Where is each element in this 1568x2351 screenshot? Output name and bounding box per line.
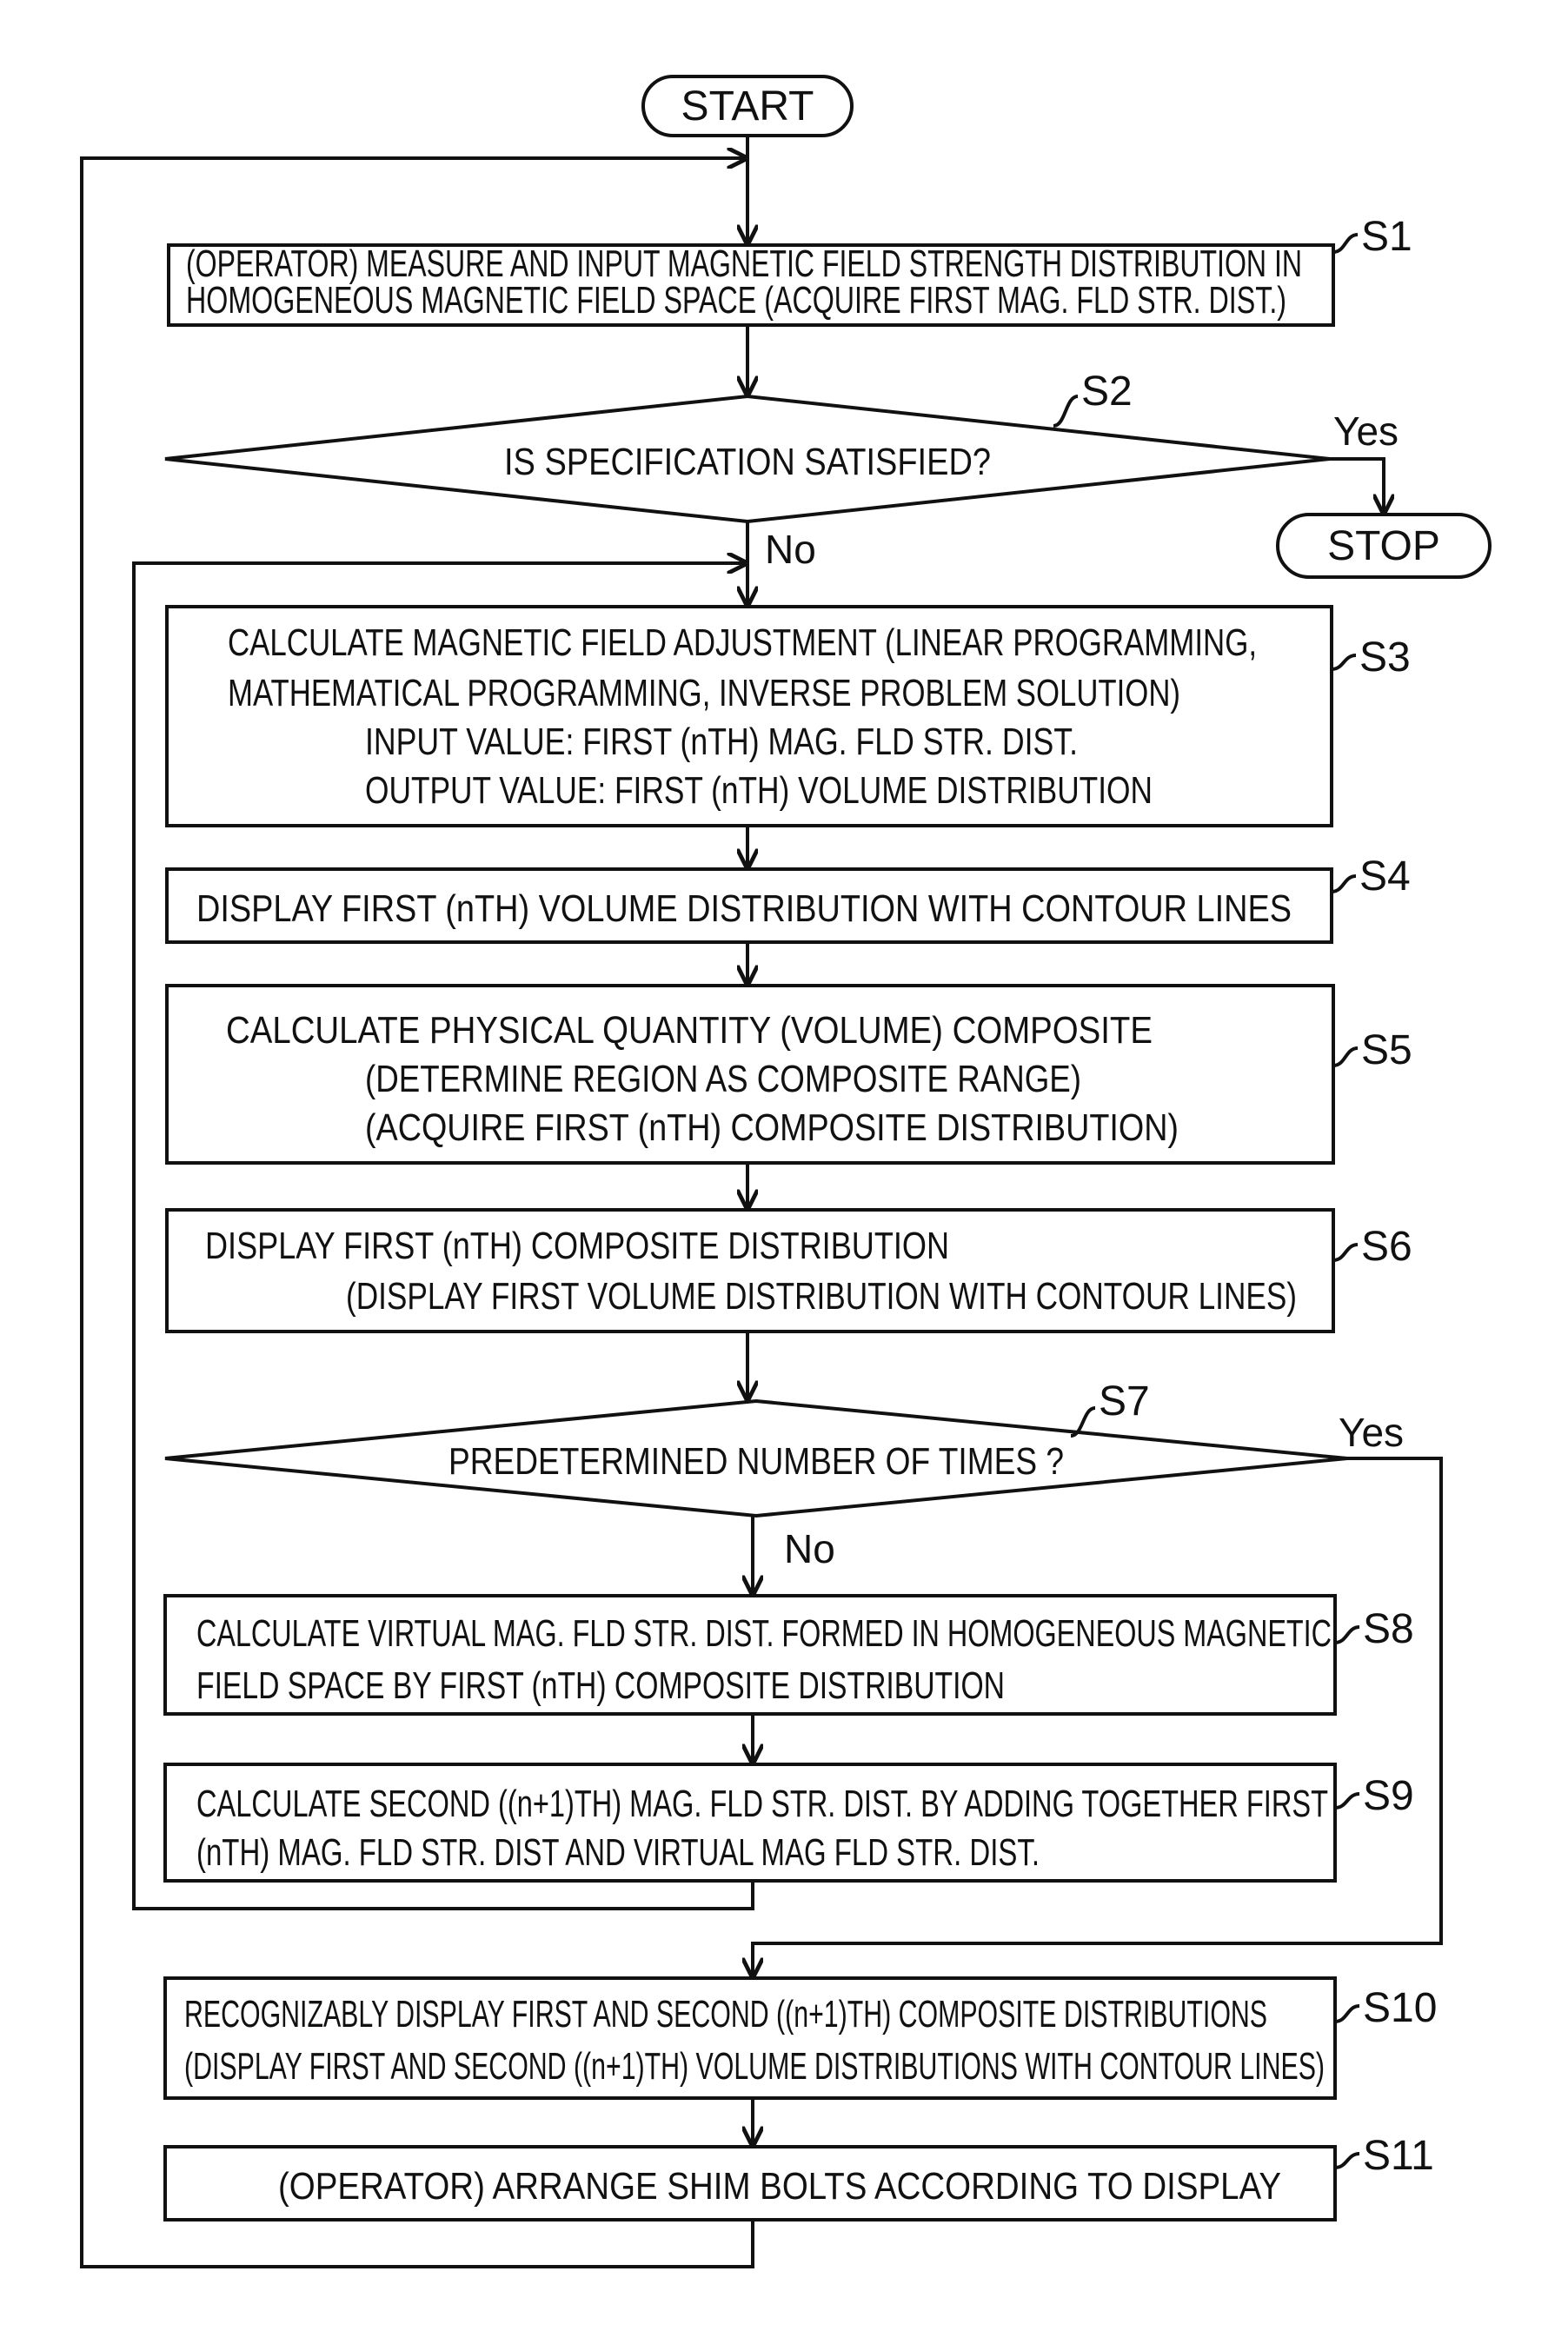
step-s2-label: S2: [1081, 369, 1133, 415]
s7-text: PREDETERMINED NUMBER OF TIMES ?: [448, 1440, 1064, 1483]
s3-text-line-3: INPUT VALUE: FIRST (nTH) MAG. FLD STR. D…: [365, 721, 1078, 763]
s9-text-line-1: CALCULATE SECOND ((n+1)TH) MAG. FLD STR.…: [196, 1783, 1328, 1825]
s7-no-label: No: [784, 1526, 835, 1571]
s3-label-leader: [1332, 655, 1356, 669]
stop-label: STOP: [1327, 523, 1440, 569]
s1-label-leader: [1333, 235, 1358, 252]
s7-yes-label: Yes: [1339, 1410, 1404, 1455]
s10-text-line-1: RECOGNIZABLY DISPLAY FIRST AND SECOND ((…: [184, 1993, 1267, 2036]
step-s1-label: S1: [1361, 214, 1412, 260]
s3-text-line-1: CALCULATE MAGNETIC FIELD ADJUSTMENT (LIN…: [228, 621, 1257, 664]
step-s5-label: S5: [1361, 1027, 1412, 1073]
step-s4-label: S4: [1359, 853, 1411, 900]
s5-text-line-2: (DETERMINE REGION AS COMPOSITE RANGE): [365, 1058, 1081, 1100]
s1-text-line-2: HOMOGENEOUS MAGNETIC FIELD SPACE (ACQUIR…: [186, 279, 1286, 322]
s8-label-leader: [1335, 1627, 1359, 1643]
s5-label-leader: [1333, 1048, 1358, 1066]
s5-text-line-3: (ACQUIRE FIRST (nTH) COMPOSITE DISTRIBUT…: [365, 1106, 1179, 1149]
s10-label-leader: [1335, 2006, 1359, 2022]
step-s7-label: S7: [1099, 1378, 1150, 1425]
step-s8-label: S8: [1363, 1606, 1414, 1652]
s8-text-line-2: FIELD SPACE BY FIRST (nTH) COMPOSITE DIS…: [196, 1664, 1005, 1707]
step-s11-label: S11: [1363, 2133, 1434, 2179]
s4-text: DISPLAY FIRST (nTH) VOLUME DISTRIBUTION …: [196, 887, 1292, 930]
s11-text: (OPERATOR) ARRANGE SHIM BOLTS ACCORDING …: [278, 2165, 1281, 2208]
s9-label-leader: [1335, 1794, 1359, 1808]
s3-text-line-4: OUTPUT VALUE: FIRST (nTH) VOLUME DISTRIB…: [365, 769, 1153, 812]
step-s9-label: S9: [1363, 1773, 1414, 1819]
s6-label-leader: [1333, 1245, 1358, 1260]
s4-label-leader: [1332, 876, 1356, 892]
step-s6-label: S6: [1361, 1224, 1412, 1270]
s2-text: IS SPECIFICATION SATISFIED?: [504, 441, 991, 483]
s2-label-leader: [1053, 396, 1078, 426]
start-label: START: [681, 83, 814, 130]
s6-text-line-1: DISPLAY FIRST (nTH) COMPOSITE DISTRIBUTI…: [205, 1225, 949, 1267]
s2-yes-label: Yes: [1333, 408, 1399, 454]
s6-text-line-2: (DISPLAY FIRST VOLUME DISTRIBUTION WITH …: [346, 1275, 1297, 1318]
s3-text-line-2: MATHEMATICAL PROGRAMMING, INVERSE PROBLE…: [228, 672, 1180, 714]
s8-text-line-1: CALCULATE VIRTUAL MAG. FLD STR. DIST. FO…: [196, 1612, 1332, 1655]
arrow-s2-yes-stop: [1330, 459, 1384, 513]
arrow-s7-yes-s10: [753, 1458, 1441, 1976]
step-s3-label: S3: [1359, 634, 1411, 681]
s9-text-line-2: (nTH) MAG. FLD STR. DIST AND VIRTUAL MAG…: [196, 1831, 1040, 1874]
s11-label-leader: [1335, 2154, 1359, 2168]
s5-text-line-1: CALCULATE PHYSICAL QUANTITY (VOLUME) COM…: [226, 1009, 1153, 1052]
step-s10-label: S10: [1363, 1985, 1437, 2031]
s2-no-label: No: [765, 527, 816, 572]
s10-text-line-2: (DISPLAY FIRST AND SECOND ((n+1)TH) VOLU…: [184, 2045, 1325, 2088]
